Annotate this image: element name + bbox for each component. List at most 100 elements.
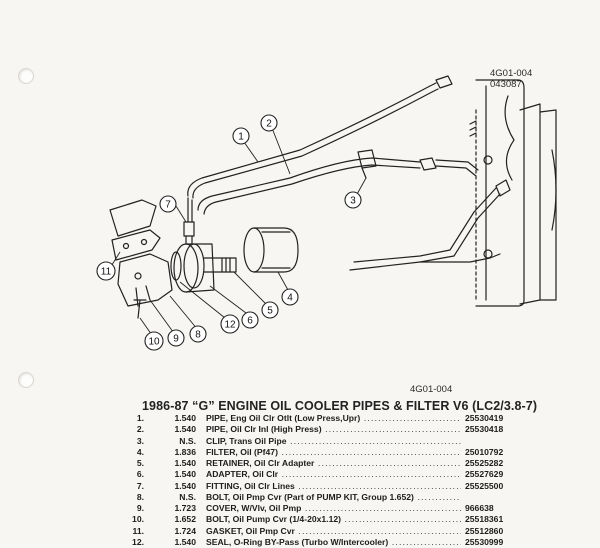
figure-code-top: 4G01-004 043087: [490, 68, 532, 90]
leader-lines: [109, 127, 367, 339]
figure-code-top-sub: 043087: [490, 79, 522, 90]
callout-3-label: 3: [350, 196, 356, 207]
dot-leader: ........................................…: [344, 514, 461, 525]
parts-list-row: 7. 1.540 FITTING, Oil Clr Lines ..........…: [118, 481, 518, 492]
oil-filter-4: [243, 227, 299, 273]
dot-leader: ........................................…: [304, 503, 461, 513]
row-description-cell: FILTER, Oil (Pf47) .....................…: [206, 447, 461, 458]
parts-list-row: 2. 1.540 PIPE, Oil Clr Inl (High Press) ..…: [118, 424, 518, 435]
parts-list-row: 3.N.S.CLIP, Trans Oil Pipe .............…: [118, 436, 518, 447]
row-group-number: N.S.: [179, 491, 196, 502]
row-part-number: 25512860: [465, 525, 504, 536]
parts-list-row: 8.N.S.BOLT, Oil Pmp Cvr (Part of PUMP KI…: [118, 492, 518, 503]
retainer-5: [221, 257, 237, 273]
row-description: FITTING, Oil Clr Lines: [206, 480, 295, 491]
callout-1-label: 1: [238, 132, 244, 143]
callout-7-label: 7: [165, 200, 171, 211]
row-description-cell: COVER, W/Vlv, Oil Pmp ..................…: [206, 503, 461, 514]
row-item-number: 2.: [136, 424, 144, 435]
row-description-cell: CLIP, Trans Oil Pipe ...................…: [206, 436, 461, 447]
callout-11: 11: [96, 261, 116, 281]
row-description: BOLT, Oil Pmp Cvr (Part of PUMP KIT, Gro…: [206, 491, 414, 502]
row-group-number: 1.724: [174, 525, 196, 536]
row-description-cell: RETAINER, Oil Clr Adapter ..............…: [206, 458, 461, 469]
callout-4: 4: [281, 288, 299, 306]
callout-2: 2: [260, 114, 278, 132]
parts-list-title: 1986-87 “G” ENGINE OIL COOLER PIPES & FI…: [142, 399, 538, 413]
dot-leader: ........................................…: [290, 435, 461, 446]
callout-8: 8: [189, 325, 207, 343]
row-description-cell: BOLT, Oil Pmp Cvr (Part of PUMP KIT, Gro…: [206, 492, 461, 503]
row-part-number: 966638: [465, 503, 494, 513]
row-part-number: 25527629: [465, 469, 504, 480]
callout-6-label: 6: [247, 316, 253, 327]
row-group-number: 1.652: [174, 514, 196, 525]
row-description-cell: FITTING, Oil Clr Lines .................…: [206, 481, 461, 492]
row-part-number: 25010792: [465, 446, 504, 457]
row-description: FILTER, Oil (Pf47): [206, 446, 278, 457]
row-group-number: 1.723: [174, 503, 196, 513]
row-group-number: 1.540: [174, 413, 196, 423]
pump-cover-assembly: [109, 199, 173, 307]
callout-5-label: 5: [267, 306, 273, 317]
row-group-number: 1.540: [174, 536, 196, 547]
row-group-number: 1.836: [174, 446, 196, 457]
pipe-2-inlet-high-press: [197, 157, 479, 215]
row-group-number: 1.540: [174, 424, 196, 435]
row-description: ADAPTER, Oil Clr: [206, 469, 279, 480]
callout-2-label: 2: [266, 119, 272, 130]
callout-10: 10: [144, 331, 164, 351]
row-item-number: 6.: [136, 469, 144, 480]
row-description-cell: GASKET, Oil Pmp Cvr ....................…: [206, 526, 461, 537]
dot-leader: ........................................…: [391, 536, 461, 547]
callout-7: 7: [159, 195, 177, 213]
callout-11-label: 11: [101, 267, 112, 278]
row-part-number: 25530418: [465, 424, 504, 435]
callout-10-label: 10: [148, 337, 160, 348]
row-description-cell: PIPE, Eng Oil Clr Otlt (Low Press,Upr) .…: [206, 413, 461, 424]
return-lines: [349, 179, 511, 271]
callout-3: 3: [344, 191, 362, 209]
callout-1: 1: [232, 127, 250, 145]
parts-list-row: 6. 1.540 ADAPTER, Oil Clr ................…: [118, 469, 518, 480]
dot-leader: ........................................…: [281, 469, 461, 480]
row-description-cell: BOLT, Oil Pump Cvr (1/4-20x1.12) .......…: [206, 514, 461, 525]
parts-list-row: 4. 1.836 FILTER, Oil (Pf47) ..............…: [118, 447, 518, 458]
binder-hole-top: [18, 68, 34, 84]
callout-4-label: 4: [287, 293, 293, 304]
row-description-cell: SEAL, O-Ring BY-Pass (Turbo W/Intercoole…: [206, 537, 461, 548]
row-item-number: 4.: [136, 446, 144, 457]
row-description: PIPE, Oil Clr Inl (High Press): [206, 424, 322, 435]
row-item-number: 12.: [132, 536, 144, 547]
dot-leader: ........................................…: [298, 525, 461, 536]
row-description: PIPE, Eng Oil Clr Otlt (Low Press,Upr): [206, 413, 361, 423]
row-group-number: 1.540: [174, 458, 196, 468]
dot-leader: ........................................…: [417, 491, 461, 502]
row-group-number: 1.540: [174, 469, 196, 480]
row-description-cell: ADAPTER, Oil Clr .......................…: [206, 469, 461, 480]
row-part-number: 25525282: [465, 458, 504, 468]
row-item-number: 7.: [136, 480, 144, 491]
row-part-number: 25518361: [465, 514, 504, 525]
callout-12: 12: [220, 314, 240, 334]
callout-5: 5: [261, 301, 279, 319]
parts-list-row: 12. 1.540 SEAL, O-Ring BY-Pass (Turbo W/In…: [118, 537, 518, 548]
bolt-10: [133, 299, 147, 319]
row-part-number: 25530999: [465, 536, 504, 547]
row-group-number: 1.540: [174, 480, 196, 491]
row-item-number: 3.: [136, 435, 144, 446]
fitting-7: [183, 197, 195, 245]
clip-3: [357, 149, 377, 179]
row-description: CLIP, Trans Oil Pipe: [206, 435, 287, 446]
row-description: COVER, W/Vlv, Oil Pmp: [206, 503, 302, 513]
pipe-1-outlet-low-press: [187, 75, 453, 199]
adapter-6: [173, 243, 223, 293]
exploded-view-diagram: 1 2 3 4 5 6 7 8: [96, 75, 557, 351]
dot-leader: ........................................…: [325, 424, 461, 435]
row-description: GASKET, Oil Pmp Cvr: [206, 525, 295, 536]
